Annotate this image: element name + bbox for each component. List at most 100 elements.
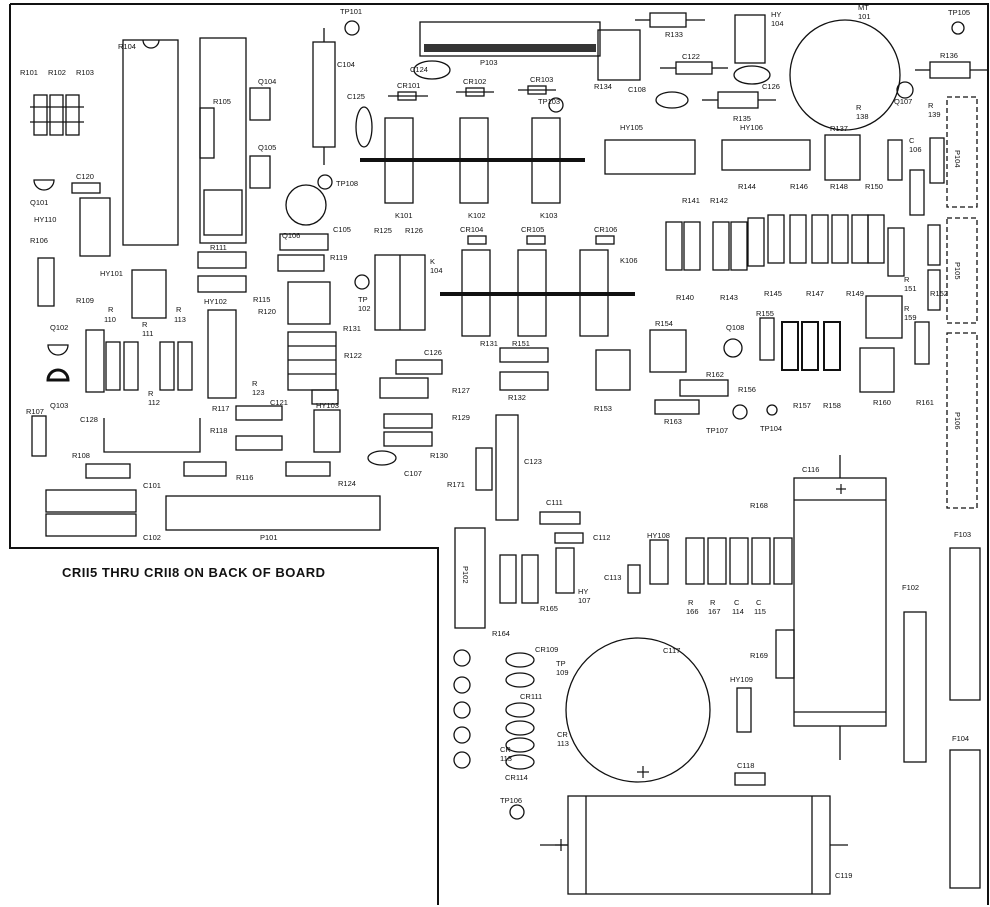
svg-text:R106: R106 [30,236,48,245]
svg-text:Q105: Q105 [258,143,276,152]
component-r160 [859,347,895,393]
svg-text:P105: P105 [953,262,962,280]
svg-text:C125: C125 [347,92,365,101]
resistor-r118 [235,405,283,421]
svg-text:166: 166 [686,607,699,616]
svg-text:R: R [710,598,716,607]
capacitor-c107 [367,450,397,466]
svg-text:R115: R115 [253,295,270,304]
resistor-r171 [475,447,493,491]
resistor-r108 [85,463,131,479]
resistor-r105 [199,107,215,159]
svg-text:R119: R119 [330,253,347,262]
svg-text:R162: R162 [706,370,724,379]
svg-text:R122: R122 [344,351,362,360]
resistor-r129 [383,413,433,429]
svg-text:R116: R116 [236,473,253,482]
resistor-r135 [717,91,759,109]
svg-text:R120: R120 [258,307,276,316]
fuse-f104 [949,749,981,889]
hybrid-hy101 [131,269,167,319]
svg-text:CR102: CR102 [463,77,486,86]
svg-text:TP104: TP104 [760,424,782,433]
module-r131 [287,331,337,391]
svg-text:K106: K106 [620,256,638,265]
svg-text:R109: R109 [76,296,94,305]
resistor-r106 [37,257,55,307]
svg-text:R: R [176,305,182,314]
svg-text:R132: R132 [508,393,526,402]
resistor-r161 [914,321,930,365]
meter-mt101 [789,19,901,131]
svg-text:R140: R140 [676,293,694,302]
svg-text:R: R [904,275,910,284]
svg-text:TP: TP [358,295,368,304]
resistor-r167 [707,537,727,585]
svg-text:C113: C113 [604,573,621,582]
svg-text:114: 114 [732,607,744,616]
svg-text:R144: R144 [738,182,756,191]
svg-text:C101: C101 [143,481,161,490]
svg-text:R: R [688,598,694,607]
svg-text:TP108: TP108 [336,179,358,188]
resistor-r107 [31,415,47,457]
capacitor-c111 [539,511,581,525]
resistor-r157 [781,321,799,371]
svg-text:TP105: TP105 [948,8,970,17]
svg-text:CR105: CR105 [521,225,544,234]
component-r153 [595,349,631,391]
svg-text:R163: R163 [664,417,682,426]
svg-text:R149: R149 [846,289,864,298]
svg-text:Q106: Q106 [282,231,300,240]
svg-text:R143: R143 [720,293,738,302]
svg-text:HY106: HY106 [740,123,763,132]
svg-text:MT: MT [858,3,869,12]
resistor-r144 [747,217,765,267]
svg-text:R156: R156 [738,385,756,394]
svg-text:R: R [928,101,934,110]
transistor-q105 [249,155,271,189]
svg-text:R108: R108 [72,451,90,460]
transistor-q104 [249,87,271,121]
resistor-r164 [499,554,517,604]
svg-text:C121: C121 [270,398,288,407]
svg-text:C128: C128 [80,415,98,424]
component-r159 [865,295,903,339]
svg-text:R152: R152 [930,289,948,298]
svg-text:R161: R161 [916,398,934,407]
svg-text:R131: R131 [480,339,498,348]
svg-text:TP101: TP101 [340,7,362,16]
svg-text:F103: F103 [954,530,971,539]
svg-text:C104: C104 [337,60,355,69]
transistor-q103 [46,368,70,382]
resistor-r119 [277,254,325,272]
svg-text:138: 138 [856,112,869,121]
svg-text:P106: P106 [953,412,962,430]
fuse-f102 [903,611,927,763]
svg-text:R102: R102 [48,68,66,77]
component-r154 [649,329,687,373]
svg-text:C108: C108 [628,85,646,94]
relay-r134 [597,29,641,81]
capacitor-c124 [413,60,451,80]
svg-text:C: C [909,136,915,145]
svg-text:R136: R136 [940,51,958,60]
svg-text:R: R [142,320,148,329]
svg-text:104: 104 [771,19,784,28]
svg-text:R125: R125 [374,226,392,235]
capacitor-c112 [554,532,584,544]
resistor-r168 [773,537,793,585]
resistor-r166 [685,537,705,585]
svg-text:R124: R124 [338,479,356,488]
capacitor-c126 [733,65,771,85]
board-note: CRII5 THRU CRII8 ON BACK OF BOARD [62,565,326,580]
svg-text:R103: R103 [76,68,94,77]
resistor-r113 [159,341,175,391]
svg-text:F104: F104 [952,734,969,743]
connector-p104 [946,96,978,208]
diode-cr106 [595,235,615,245]
resistor-r116 [183,461,227,477]
svg-text:151: 151 [904,284,917,293]
resistor-r150 [867,214,885,264]
test-point-tp108 [317,174,333,190]
